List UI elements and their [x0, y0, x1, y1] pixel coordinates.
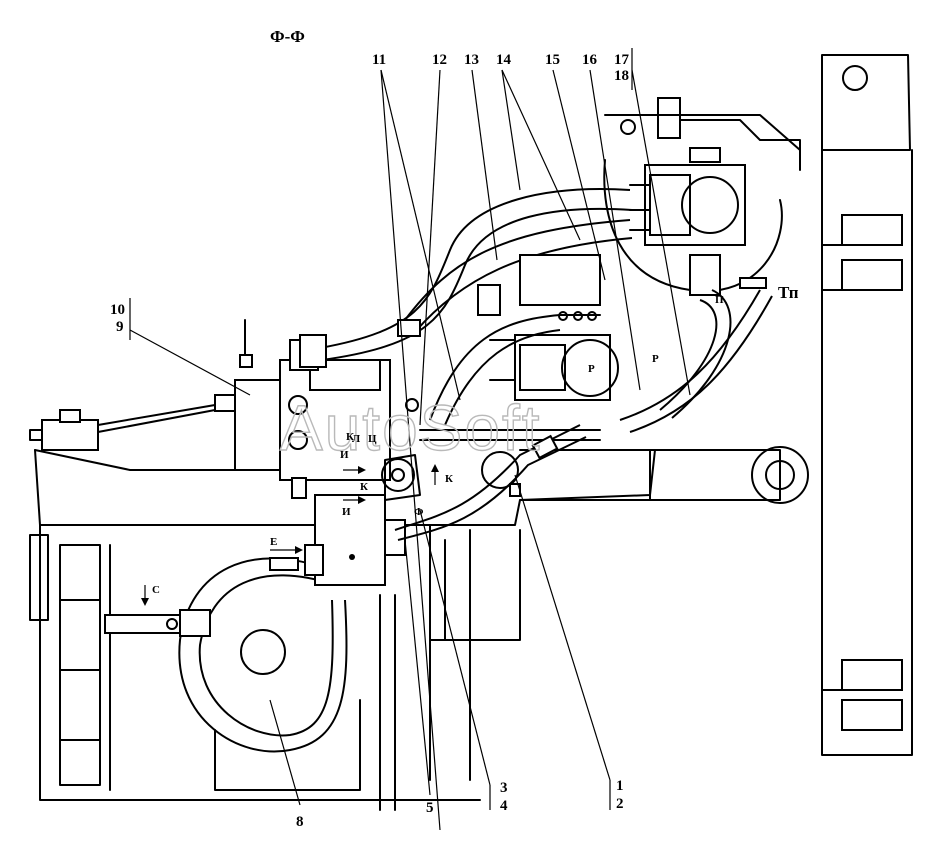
callout-14: 14 — [496, 52, 512, 68]
callout-5: 5 — [426, 800, 434, 816]
callout-16: 16 — [582, 52, 598, 68]
marker-e: Е — [270, 536, 277, 548]
lower-hoses — [394, 277, 773, 541]
marker-r-left: Р — [588, 363, 595, 375]
marker-f: Ф — [414, 506, 424, 518]
callout-9: 9 — [116, 319, 124, 335]
callout-11: 11 — [372, 52, 386, 68]
section-title: Ф-Ф — [270, 27, 305, 46]
coiled-hose — [104, 557, 361, 791]
marker-k-right: К — [445, 473, 453, 485]
callout-2: 2 — [616, 796, 624, 812]
marker-r-right: Р — [652, 353, 659, 365]
upper-cylinder — [603, 97, 801, 296]
watermark: AutoSoft — [280, 392, 542, 464]
marker-ts: Ц — [368, 433, 377, 445]
marker-k-top: К — [346, 431, 354, 443]
marker-c: С — [152, 584, 160, 596]
callout-15: 15 — [545, 52, 560, 68]
callout-1: 1 — [616, 778, 624, 794]
callout-13: 13 — [464, 52, 479, 68]
middle-cylinder — [429, 254, 619, 426]
callout-3: 3 — [500, 780, 508, 796]
marker-i-top: И — [340, 449, 349, 461]
left-valve — [29, 394, 244, 451]
frame-rail — [29, 449, 656, 811]
right-beam — [821, 54, 913, 756]
lower-valve-box — [269, 494, 406, 586]
marker-i-bottom: И — [342, 506, 351, 518]
upper-hoses — [299, 188, 633, 368]
marker-l: Л — [352, 433, 361, 445]
marker-k-mid: К — [360, 481, 368, 493]
callout-4: 4 — [500, 798, 508, 814]
callout-8: 8 — [296, 814, 304, 830]
marker-p: П — [715, 294, 724, 306]
callout-17: 17 — [614, 52, 630, 68]
leader-lines — [129, 48, 691, 831]
boom-arm — [419, 429, 809, 504]
view-arrows — [141, 464, 439, 606]
callout-18: 18 — [614, 68, 629, 84]
callout-12: 12 — [432, 52, 447, 68]
marker-tp: Тп — [778, 283, 799, 302]
callout-10: 10 — [110, 302, 125, 318]
